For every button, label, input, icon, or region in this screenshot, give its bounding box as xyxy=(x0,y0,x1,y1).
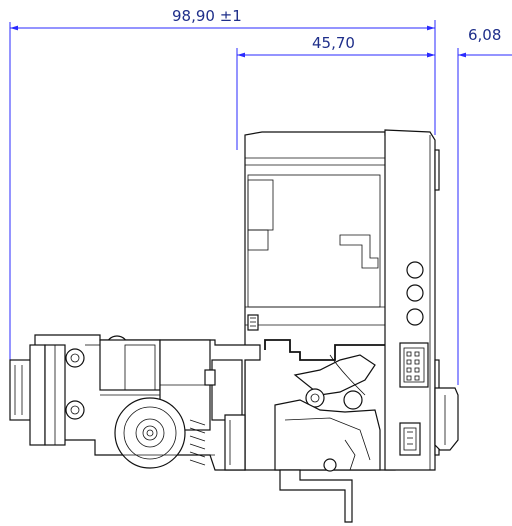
dimension-label-offset: 6,08 xyxy=(468,26,501,44)
side-knob xyxy=(434,387,459,451)
housing-body xyxy=(244,129,459,523)
screw-top xyxy=(65,348,85,368)
connector-block xyxy=(399,342,429,388)
motor-body xyxy=(99,339,161,391)
screw-bottom xyxy=(65,400,85,420)
indicator-led-3 xyxy=(406,308,424,326)
small-connector xyxy=(399,422,421,456)
dimension-label-body: 45,70 xyxy=(312,34,355,52)
front-panel xyxy=(384,129,436,471)
motor-assembly xyxy=(9,334,261,471)
dimension-group: 98,90 ±1 45,70 6,08 xyxy=(9,7,512,385)
lever-arm xyxy=(293,354,376,396)
indicator-led-1 xyxy=(406,261,424,279)
indicator-led-2 xyxy=(406,284,424,302)
dimension-label-overall: 98,90 ±1 xyxy=(172,7,242,25)
bottom-tab xyxy=(279,469,353,523)
gear-wheel xyxy=(114,397,186,469)
gear-teeth xyxy=(189,419,206,466)
connector-pins xyxy=(406,351,420,381)
connector-bracket xyxy=(339,234,379,269)
